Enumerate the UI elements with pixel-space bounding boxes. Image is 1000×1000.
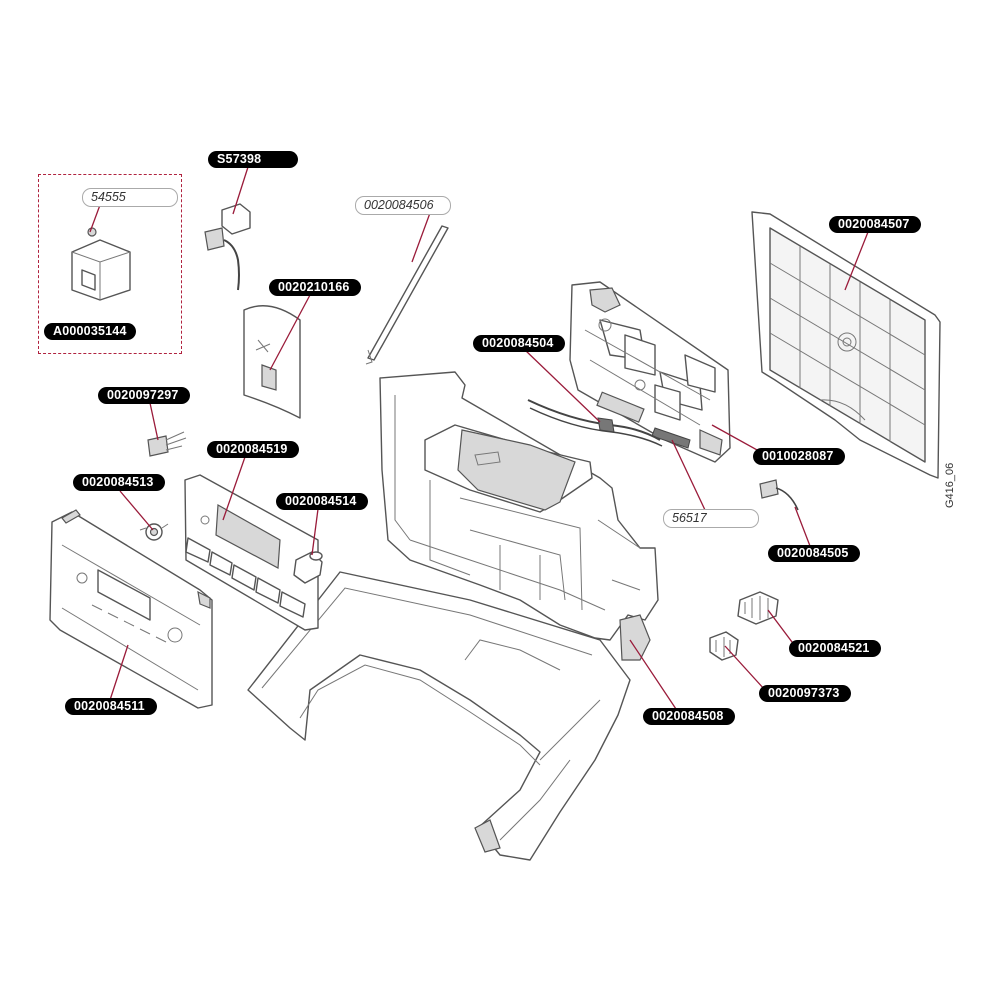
leader-0020084507 [844, 231, 869, 291]
cable-part [759, 479, 799, 511]
label-0010028087: 0010028087 [753, 448, 845, 465]
wire-harness-part [527, 399, 663, 447]
relay-part [71, 227, 131, 301]
rod-part [365, 225, 449, 365]
display-board-part [184, 474, 319, 631]
leader-0020084519 [222, 456, 246, 521]
sensor-part [139, 523, 169, 541]
label-54555: 54555 [82, 188, 178, 207]
drawing-reference: G416_06 [944, 462, 956, 508]
label-0020084507: 0020084507 [829, 216, 921, 233]
connector-part [147, 431, 187, 457]
leader-0020097297 [149, 402, 159, 441]
label-a000035144: A000035144 [44, 323, 136, 340]
label-0020084508: 0020084508 [643, 708, 735, 725]
label-0020097297: 0020097297 [98, 387, 190, 404]
bottom-frame-part [247, 571, 631, 861]
label-s57398: S57398 [208, 151, 298, 168]
leader-56517 [671, 439, 706, 511]
label-0020084505: 0020084505 [768, 545, 860, 562]
leader-0020084506 [411, 212, 431, 263]
leader-lines [89, 166, 869, 716]
leader-0020084521 [767, 609, 796, 647]
circuit-board-part [569, 281, 731, 463]
label-0020084506: 0020084506 [355, 196, 451, 215]
leader-s57398 [232, 166, 249, 215]
leader-0020210166 [269, 294, 311, 371]
optional-parts-box [38, 174, 182, 354]
leader-0020097373 [724, 645, 766, 691]
front-panel-part [49, 509, 213, 709]
label-0020084513: 0020084513 [73, 474, 165, 491]
back-cover-panel-part [751, 211, 941, 479]
leader-0020084504 [524, 349, 601, 423]
label-0020084504: 0020084504 [473, 335, 565, 352]
leader-0020084511 [109, 644, 129, 701]
main-housing-part [379, 371, 659, 661]
leader-54555 [89, 204, 101, 233]
label-0020084519: 0020084519 [207, 441, 299, 458]
switch-sensor-part [204, 203, 251, 291]
leader-0020084508 [629, 639, 681, 716]
leader-0020084514 [311, 508, 319, 556]
label-0020084511: 0020084511 [65, 698, 157, 715]
leader-0020084505 [794, 506, 811, 547]
leader-0020084513 [119, 490, 154, 531]
label-0020084521: 0020084521 [789, 640, 881, 657]
label-0020210166: 0020210166 [269, 279, 361, 296]
label-0020084514: 0020084514 [276, 493, 368, 510]
terminal-block-part [737, 591, 779, 625]
bag-part [243, 305, 301, 419]
label-56517: 56517 [663, 509, 759, 528]
label-0020097373: 0020097373 [759, 685, 851, 702]
